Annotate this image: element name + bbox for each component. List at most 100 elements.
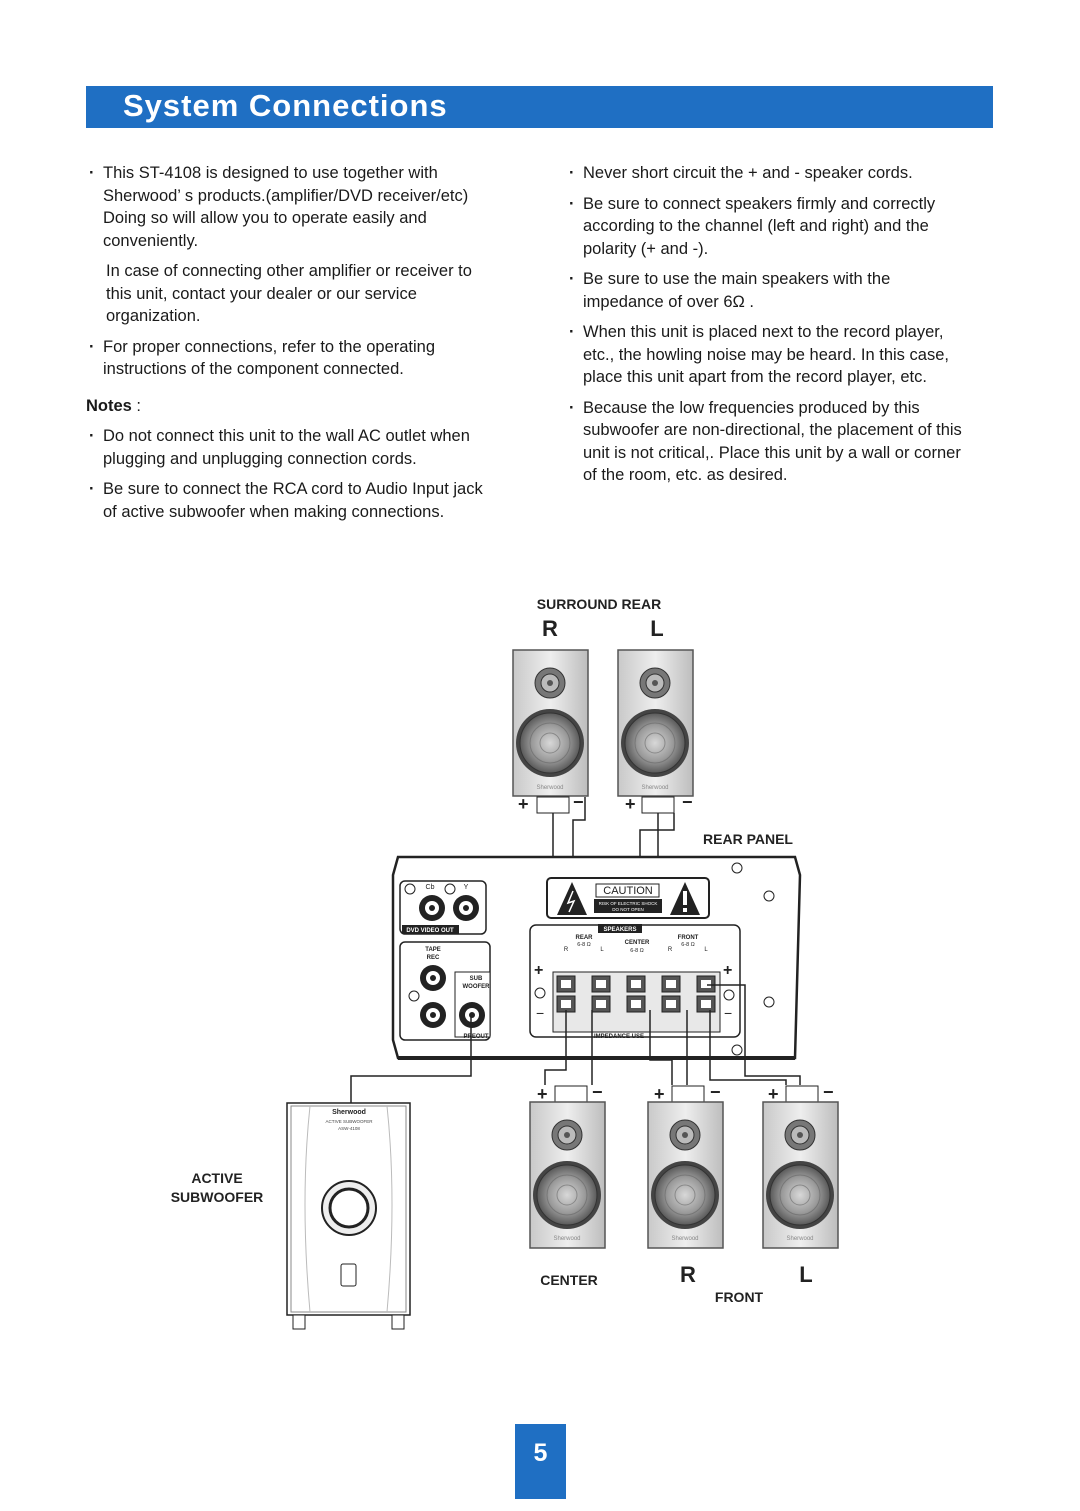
- text-line: Never short circuit the + and - speaker …: [583, 164, 913, 182]
- label-front-l: L: [799, 1262, 812, 1287]
- label-cb: Cb: [426, 884, 435, 891]
- center-speaker: [529, 1101, 606, 1249]
- label-rear-r: R: [542, 616, 558, 641]
- text-line: conveniently.: [103, 231, 199, 250]
- label-rear: REAR: [575, 935, 593, 941]
- text-line: polarity (+ and -).: [583, 239, 709, 258]
- text-line: this unit, contact your dealer or our se…: [106, 284, 417, 303]
- plus-sign: +: [518, 794, 529, 814]
- label-caution: CAUTION: [603, 885, 653, 897]
- label-center: CENTER: [540, 1272, 598, 1288]
- text-line: plugging and unplugging connection cords…: [103, 449, 417, 468]
- bullet-connect-firmly: Be sure to connect speakers firmly and c…: [566, 193, 991, 261]
- notes-label: Notes: [86, 396, 132, 415]
- text-line: etc., the howling noise may be heard. In…: [583, 345, 949, 364]
- left-column: This ST-4108 is designed to use together…: [86, 162, 526, 531]
- label-preout: PREOUT: [463, 1034, 488, 1040]
- label-woofer: WOOFER: [463, 984, 491, 990]
- page-number: 5: [515, 1424, 566, 1499]
- minus-sign: −: [710, 1082, 721, 1102]
- front-right-speaker: [647, 1101, 724, 1249]
- text-line: This ST-4108 is designed to use together…: [103, 164, 438, 182]
- text-line: Be sure to connect the RCA cord to Audio…: [103, 480, 483, 498]
- label-tape: TAPE: [425, 947, 441, 953]
- text-line: Be sure to use the main speakers with th…: [583, 270, 891, 288]
- minus-sign: −: [823, 1082, 834, 1102]
- text-line: subwoofer are non-directional, the place…: [583, 421, 962, 439]
- notes-heading: Notes :: [86, 395, 526, 418]
- speaker-brand: Sherwood: [641, 785, 668, 791]
- text-line: Sherwood’ s products.(amplifier/DVD rece…: [103, 186, 469, 205]
- label-ohm: 6-8 Ω: [577, 942, 591, 948]
- speaker-brand: Sherwood: [786, 1236, 813, 1242]
- page-title: System Connections: [123, 88, 448, 123]
- plus-sign: +: [768, 1084, 779, 1104]
- bullet-proper-connections: For proper connections, refer to the ope…: [86, 336, 526, 381]
- text-line: organization.: [106, 307, 201, 325]
- label-front: FRONT: [678, 935, 699, 941]
- label-impedance-use: IMPEDANCE USE: [594, 1034, 644, 1040]
- bullet-designed-for: This ST-4108 is designed to use together…: [86, 162, 526, 252]
- speaker-brand: Sherwood: [553, 1236, 580, 1242]
- rear-left-speaker: [617, 649, 694, 797]
- text-line: of active subwoofer when making connecti…: [103, 502, 445, 521]
- plus-sign: +: [534, 962, 543, 979]
- plus-sign: +: [723, 962, 732, 979]
- label-r-small: R: [668, 947, 673, 953]
- plus-sign: +: [625, 794, 636, 814]
- text-line: Do not connect this unit to the wall AC …: [103, 427, 470, 445]
- label-surround-rear: SURROUND REAR: [537, 596, 661, 612]
- right-column: Never short circuit the + and - speaker …: [566, 162, 991, 495]
- title-bar: System Connections: [86, 86, 993, 128]
- label-y: Y: [464, 884, 469, 891]
- text-line: In case of connecting other amplifier or…: [106, 262, 472, 280]
- paragraph-other-amplifier: In case of connecting other amplifier or…: [86, 260, 526, 328]
- active-subwoofer: Sherwood ACTIVE SUBWOOFER ASW-4108: [286, 1102, 411, 1330]
- text-line: place this unit apart from the record pl…: [583, 368, 927, 386]
- label-sub: SUB: [470, 976, 483, 982]
- label-risk: RISK OF ELECTRIC SHOCK: [599, 901, 658, 906]
- text-line: unit is not critical,. Place this unit b…: [583, 443, 961, 462]
- subwoofer-model: ACTIVE SUBWOOFER: [325, 1119, 373, 1124]
- text-line: Be sure to connect speakers firmly and c…: [583, 194, 936, 213]
- speaker-brand: Sherwood: [536, 785, 563, 791]
- plus-sign: +: [654, 1084, 665, 1104]
- label-speakers: SPEAKERS: [603, 927, 636, 933]
- subwoofer-model-number: ASW-4108: [338, 1126, 360, 1131]
- receiver-rear-panel: Cb Y DVD VIDEO OUT TAPE REC SUB WOOFER P…: [391, 855, 802, 1060]
- label-rear-panel: REAR PANEL: [703, 831, 793, 847]
- text-line: according to the channel (left and right…: [583, 217, 929, 235]
- text-line: For proper connections, refer to the ope…: [103, 337, 436, 356]
- text-line: When this unit is placed next to the rec…: [583, 323, 944, 341]
- rear-right-speaker: [512, 649, 589, 797]
- bullet-record-player: When this unit is placed next to the rec…: [566, 321, 991, 389]
- front-left-speaker: [762, 1101, 839, 1249]
- connection-diagram: SURROUND REAR R L Sherwood Sherwood + − …: [171, 596, 839, 1330]
- label-ohm: 6-8 Ω: [681, 942, 695, 948]
- label-l-small: L: [704, 947, 708, 953]
- bullet-impedance: Be sure to use the main speakers with th…: [566, 268, 991, 313]
- text-line: Because the low frequencies produced by …: [583, 398, 920, 417]
- label-rear-l: L: [650, 616, 663, 641]
- label-subwoofer: SUBWOOFER: [171, 1189, 264, 1205]
- label-center: CENTER: [625, 940, 650, 946]
- text-line: instructions of the component connected.: [103, 360, 404, 378]
- plus-sign: +: [537, 1084, 548, 1104]
- text-line: of the room, etc. as desired.: [583, 466, 788, 484]
- text-line: impedance of over 6Ω .: [583, 292, 755, 311]
- label-ohm: 6-8 Ω: [630, 948, 644, 954]
- minus-sign: −: [592, 1082, 603, 1102]
- label-do-not-open: DO NOT OPEN: [612, 907, 643, 912]
- text-line: Doing so will allow you to operate easil…: [103, 209, 427, 227]
- bullet-rca-cord: Be sure to connect the RCA cord to Audio…: [86, 478, 526, 523]
- label-r-small: R: [564, 947, 569, 953]
- label-rec: REC: [427, 955, 440, 961]
- label-active: ACTIVE: [191, 1170, 242, 1186]
- bullet-wall-outlet: Do not connect this unit to the wall AC …: [86, 425, 526, 470]
- label-dvd-video-out: DVD VIDEO OUT: [406, 928, 454, 934]
- minus-sign: −: [724, 1005, 732, 1021]
- subwoofer-brand: Sherwood: [332, 1109, 366, 1116]
- bullet-short-circuit: Never short circuit the + and - speaker …: [566, 162, 991, 185]
- minus-sign: −: [536, 1005, 544, 1021]
- bullet-low-frequencies: Because the low frequencies produced by …: [566, 397, 991, 487]
